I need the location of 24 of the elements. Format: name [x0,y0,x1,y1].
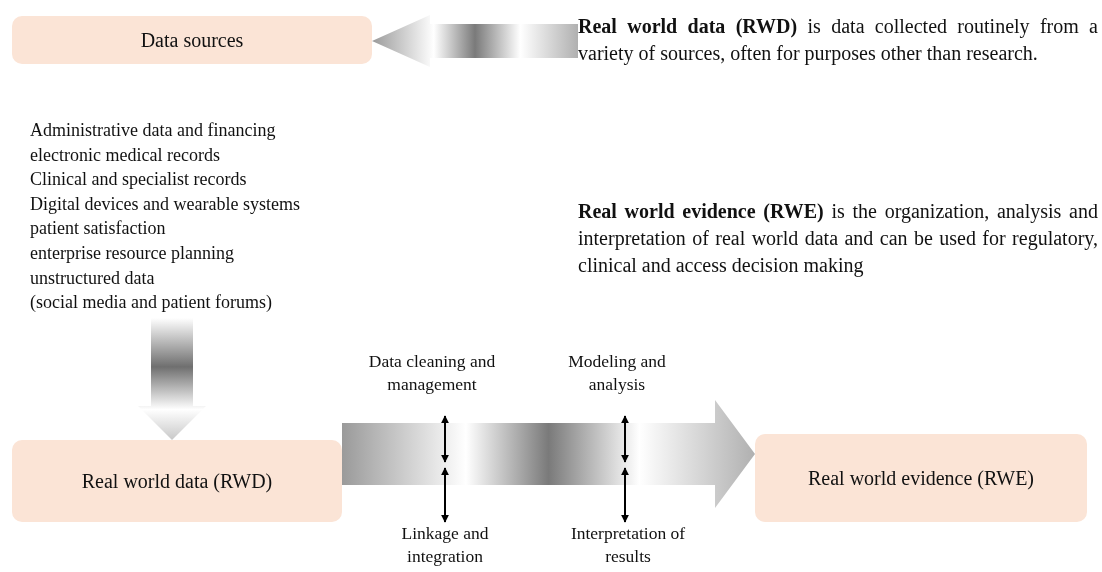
rounded-box: Data sources [12,16,372,64]
list-item: unstructured data [30,266,156,290]
step-label: Data cleaning and management [352,350,512,416]
list-item: Digital devices and wearable systems [30,192,301,216]
double-headed-arrow [621,415,629,463]
double-headed-arrow [441,467,449,523]
list-item: (social media and patient forums) [30,291,273,315]
double-headed-arrow [621,467,629,523]
rounded-box: Real world evidence (RWE) [755,434,1087,522]
list-item: enterprise resource planning [30,241,235,265]
block-arrow [372,15,578,67]
step-label: Interpretation of results [548,522,708,570]
step-label: Linkage and integration [365,522,525,570]
block-arrow [138,318,206,440]
list-item: patient satisfaction [30,217,167,241]
rounded-box: Real world data (RWD) [12,440,342,522]
definition-paragraph: Real world evidence (RWE) is the organization, analysis and interpretation of real world data and can be used for regulatory, clinical and access decision making [578,199,1098,279]
step-label: Modeling and analysis [542,350,692,416]
definition-paragraph: Real world data (RWD) is data collected routinely from a variety of sources, often for purposes other than research. [578,13,1098,97]
list-item: Clinical and specialist records [30,168,248,192]
list-item: Administrative data and financing [30,119,277,142]
block-arrow [342,400,755,508]
list-item: electronic medical records [30,143,221,167]
double-headed-arrow [441,415,449,463]
